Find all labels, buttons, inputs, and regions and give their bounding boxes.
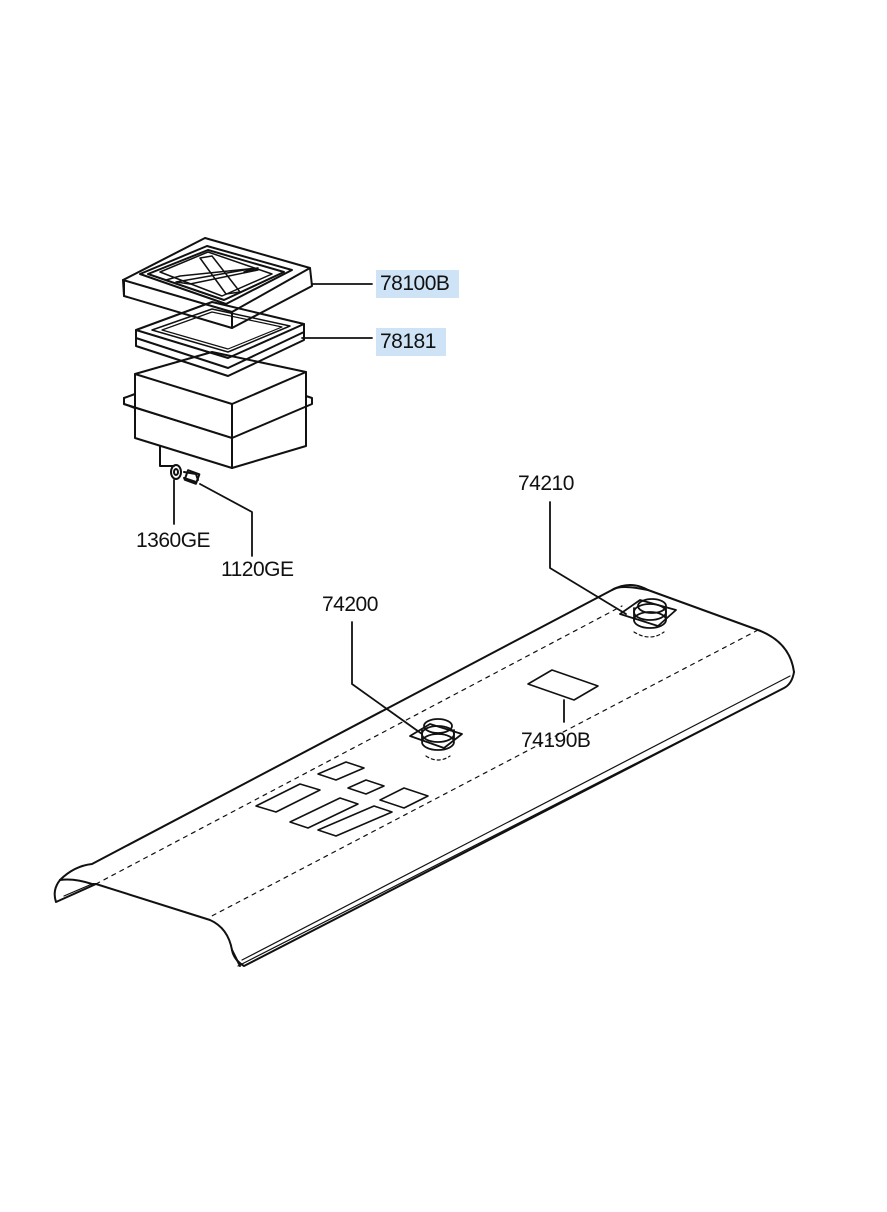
- label-74200: 74200: [322, 593, 378, 616]
- label-74210: 74210: [518, 472, 574, 495]
- leader-lines-top: [173, 283, 373, 557]
- decal-74190b: [527, 669, 599, 701]
- lid-78100b: [122, 237, 313, 329]
- panel-vents: [255, 761, 429, 837]
- fastener-74200: [409, 718, 463, 761]
- label-1360ge: 1360GE: [136, 529, 211, 552]
- top-panel: [53, 584, 795, 967]
- label-78100b[interactable]: 78100B: [376, 270, 460, 298]
- leader-lines-panel: [351, 501, 627, 735]
- box-body: [123, 351, 313, 469]
- fastener-74210: [619, 598, 677, 638]
- label-1120ge: 1120GE: [221, 558, 294, 581]
- gasket-78181: [135, 301, 305, 377]
- label-74190b: 74190B: [521, 729, 591, 752]
- label-78181[interactable]: 78181: [376, 328, 446, 356]
- bolt-washer: [170, 464, 201, 485]
